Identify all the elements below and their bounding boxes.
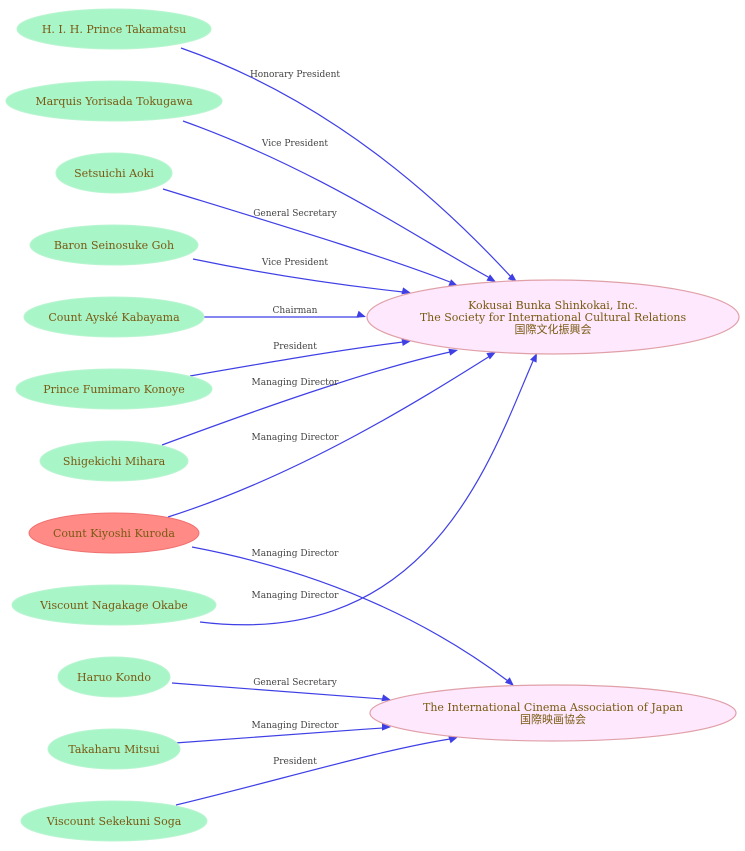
- edge-line: [175, 738, 451, 806]
- edge-line: [162, 188, 451, 283]
- org-label-line: Kokusai Bunka Shinkokai, Inc.: [468, 299, 638, 312]
- node-label: Shigekichi Mihara: [63, 455, 166, 468]
- org-node-kbs[interactable]: Kokusai Bunka Shinkokai, Inc.The Society…: [366, 279, 740, 355]
- edge-line: [174, 727, 384, 744]
- edge-label: Vice President: [261, 139, 329, 149]
- edge-line: [199, 360, 534, 626]
- edge-label: Chairman: [273, 306, 318, 316]
- node-label: Viscount Sekekuni Soga: [46, 815, 182, 828]
- edge-label: Vice President: [261, 258, 329, 268]
- edge-mihara-kbs: Managing Director: [161, 348, 458, 446]
- arrowhead: [448, 736, 458, 744]
- edge-label: Managing Director: [252, 433, 340, 443]
- arrowhead: [529, 353, 537, 363]
- node-ellipse: [5, 80, 223, 122]
- person-node-aoki[interactable]: Setsuichi Aoki: [55, 152, 173, 194]
- node-label: Count Kiyoshi Kuroda: [53, 527, 175, 540]
- node-label: Viscount Nagakage Okabe: [39, 599, 188, 612]
- edge-label: Managing Director: [252, 549, 340, 559]
- node-label: Baron Seinosuke Goh: [54, 239, 174, 252]
- edge-mitsui-ica: Managing Director: [174, 721, 391, 744]
- edge-takamatsu-kbs: Honorary President: [180, 47, 517, 282]
- node-label: Prince Fumimaro Konoye: [43, 383, 184, 396]
- edge-kuroda-ica: Managing Director: [191, 546, 514, 686]
- node-ellipse: [28, 512, 200, 554]
- node-ellipse: [39, 440, 189, 482]
- arrowhead: [504, 677, 514, 686]
- edge-line: [167, 355, 491, 518]
- node-label: Marquis Yorisada Tokugawa: [35, 95, 193, 108]
- arrowhead: [382, 723, 391, 731]
- node-label: Haruo Kondo: [77, 671, 151, 684]
- node-ellipse: [369, 684, 737, 742]
- node-ellipse: [47, 728, 181, 770]
- edge-kabayama-kbs: Chairman: [204, 306, 366, 318]
- edge-line: [182, 120, 491, 279]
- edge-kondo-ica: General Secretary: [171, 678, 391, 702]
- edge-line: [191, 546, 509, 682]
- person-node-kuroda[interactable]: Count Kiyoshi Kuroda: [28, 512, 200, 554]
- person-node-okabe[interactable]: Viscount Nagakage Okabe: [11, 584, 217, 626]
- edge-label: General Secretary: [253, 678, 337, 688]
- edge-label: General Secretary: [253, 209, 337, 219]
- edge-label: Honorary President: [250, 70, 340, 80]
- person-node-mitsui[interactable]: Takaharu Mitsui: [47, 728, 181, 770]
- node-ellipse: [11, 584, 217, 626]
- person-node-soga[interactable]: Viscount Sekekuni Soga: [20, 800, 208, 842]
- edge-kuroda-kbs: Managing Director: [167, 352, 496, 518]
- org-label-line: The Society for International Cultural R…: [420, 311, 687, 324]
- node-ellipse: [366, 279, 740, 355]
- node-label: Setsuichi Aoki: [74, 167, 154, 180]
- node-ellipse: [15, 368, 213, 410]
- person-node-kabayama[interactable]: Count Ayské Kabayama: [23, 296, 205, 338]
- edge-line: [180, 47, 513, 279]
- node-ellipse: [55, 152, 173, 194]
- arrowhead: [486, 274, 496, 282]
- edge-label: Managing Director: [252, 721, 340, 731]
- node-ellipse: [20, 800, 208, 842]
- edge-label: President: [273, 342, 317, 352]
- edge-label: President: [273, 757, 317, 767]
- arrowhead: [401, 287, 411, 295]
- person-node-tokugawa[interactable]: Marquis Yorisada Tokugawa: [5, 80, 223, 122]
- edge-line: [192, 258, 404, 293]
- node-ellipse: [16, 8, 212, 50]
- node-ellipse: [29, 224, 199, 266]
- node-label: H. I. H. Prince Takamatsu: [42, 23, 186, 36]
- org-label-line: The International Cinema Association of …: [423, 701, 683, 714]
- org-node-ica[interactable]: The International Cinema Association of …: [369, 684, 737, 742]
- node-ellipse: [57, 656, 171, 698]
- person-node-takamatsu[interactable]: H. I. H. Prince Takamatsu: [16, 8, 212, 50]
- edge-label: Managing Director: [252, 378, 340, 388]
- arrowhead: [356, 310, 366, 318]
- node-ellipse: [23, 296, 205, 338]
- node-label: Count Ayské Kabayama: [48, 311, 180, 324]
- org-label-line: 国際文化振興会: [515, 322, 592, 336]
- arrowhead: [448, 279, 458, 286]
- org-label-line: 国際映画協会: [520, 713, 586, 726]
- arrowhead: [381, 694, 391, 702]
- edge-line: [171, 682, 384, 700]
- person-node-kondo[interactable]: Haruo Kondo: [57, 656, 171, 698]
- person-node-goh[interactable]: Baron Seinosuke Goh: [29, 224, 199, 266]
- person-node-mihara[interactable]: Shigekichi Mihara: [39, 440, 189, 482]
- edge-tokugawa-kbs: Vice President: [182, 120, 496, 282]
- edge-line: [161, 351, 451, 446]
- edge-soga-ica: President: [175, 736, 458, 806]
- node-label: Takaharu Mitsui: [68, 743, 160, 756]
- edge-label: Managing Director: [252, 591, 340, 601]
- edge-line: [189, 341, 404, 377]
- person-node-konoye[interactable]: Prince Fumimaro Konoye: [15, 368, 213, 410]
- edge-aoki-kbs: General Secretary: [162, 188, 458, 286]
- edge-okabe-kbs: Managing Director: [199, 353, 537, 626]
- edge-goh-kbs: Vice President: [192, 258, 411, 295]
- arrowhead: [507, 273, 517, 282]
- arrowhead: [486, 352, 496, 360]
- arrowhead: [448, 348, 458, 356]
